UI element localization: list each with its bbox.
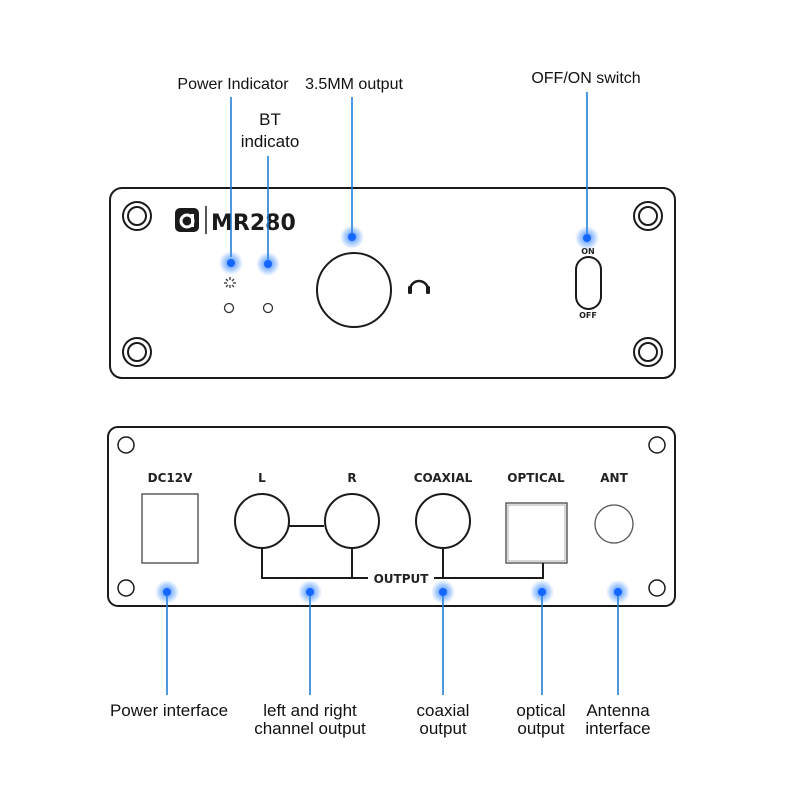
output-bracket xyxy=(261,548,544,579)
output-group-label: OUTPUT xyxy=(374,572,430,586)
callout-lr-output-line1: left and right xyxy=(263,701,357,720)
callout-coaxial-line2: output xyxy=(419,719,467,738)
callout-antenna-line2: interface xyxy=(585,719,650,738)
dc-power-port xyxy=(141,493,199,564)
callout-headphone-output: 3.5MM output xyxy=(305,76,403,93)
rear-panel: DC12V L R COAXIAL OPTICAL ANT OUTPUT xyxy=(107,426,676,607)
callout-power-switch: OFF/ON switch xyxy=(531,70,640,87)
bt-indicator-dot xyxy=(256,252,280,276)
switch-on-label: ON xyxy=(581,247,595,256)
power-switch xyxy=(575,256,602,310)
optical-label: OPTICAL xyxy=(507,471,565,485)
antenna-dot xyxy=(606,580,630,604)
callout-bt-indicator-line1: BT xyxy=(259,110,281,129)
bluetooth-pairing-icon xyxy=(224,277,236,288)
rear-screw-top-right xyxy=(648,436,666,454)
front-screw-bottom-left xyxy=(122,337,152,367)
coaxial-jack xyxy=(415,493,471,549)
callout-optical-line2: output xyxy=(517,719,565,738)
rear-screw-bottom-left xyxy=(117,579,135,597)
lr-output-dot xyxy=(298,580,322,604)
antenna-port xyxy=(594,504,634,544)
optical-port xyxy=(505,502,568,564)
rca-right-jack xyxy=(324,493,380,549)
coaxial-output-dot xyxy=(431,580,455,604)
right-channel-label: R xyxy=(347,471,356,485)
headphone-output-dot xyxy=(340,225,364,249)
coaxial-label: COAXIAL xyxy=(414,471,473,485)
power-interface-dot xyxy=(155,580,179,604)
dc-port-label: DC12V xyxy=(148,471,193,485)
callout-coaxial-line1: coaxial xyxy=(417,701,470,720)
rear-screw-top-left xyxy=(117,436,135,454)
callout-labels: Power Indicator BT indicato 3.5MM output… xyxy=(110,70,651,738)
brand-logo-icon xyxy=(175,206,207,234)
front-screw-top-left xyxy=(122,201,152,231)
callout-antenna-line1: Antenna xyxy=(586,701,650,720)
callout-lines xyxy=(166,92,619,695)
front-panel: MR280 ON OFF xyxy=(109,187,676,379)
callout-power-indicator: Power Indicator xyxy=(177,76,289,93)
headphone-jack xyxy=(316,252,392,328)
callout-optical-line1: optical xyxy=(516,701,565,720)
power-switch-dot xyxy=(575,226,599,250)
callout-bt-indicator-line2: indicato xyxy=(241,132,300,151)
optical-output-dot xyxy=(530,580,554,604)
power-indicator-dot xyxy=(219,251,243,275)
bt-indicator-led xyxy=(262,302,274,314)
rear-screw-bottom-right xyxy=(648,579,666,597)
front-screw-top-right xyxy=(633,201,663,231)
rca-left-jack xyxy=(234,493,290,549)
model-name: MR280 xyxy=(211,211,296,236)
front-screw-bottom-right xyxy=(633,337,663,367)
antenna-label: ANT xyxy=(600,471,628,485)
callout-lr-output-line2: channel output xyxy=(254,719,366,738)
callout-power-interface: Power interface xyxy=(110,701,228,720)
callout-dots xyxy=(155,225,630,604)
power-indicator-led xyxy=(223,302,235,314)
switch-off-label: OFF xyxy=(579,311,597,320)
headphone-icon xyxy=(408,279,430,294)
front-panel-body xyxy=(109,187,676,379)
left-channel-label: L xyxy=(258,471,266,485)
